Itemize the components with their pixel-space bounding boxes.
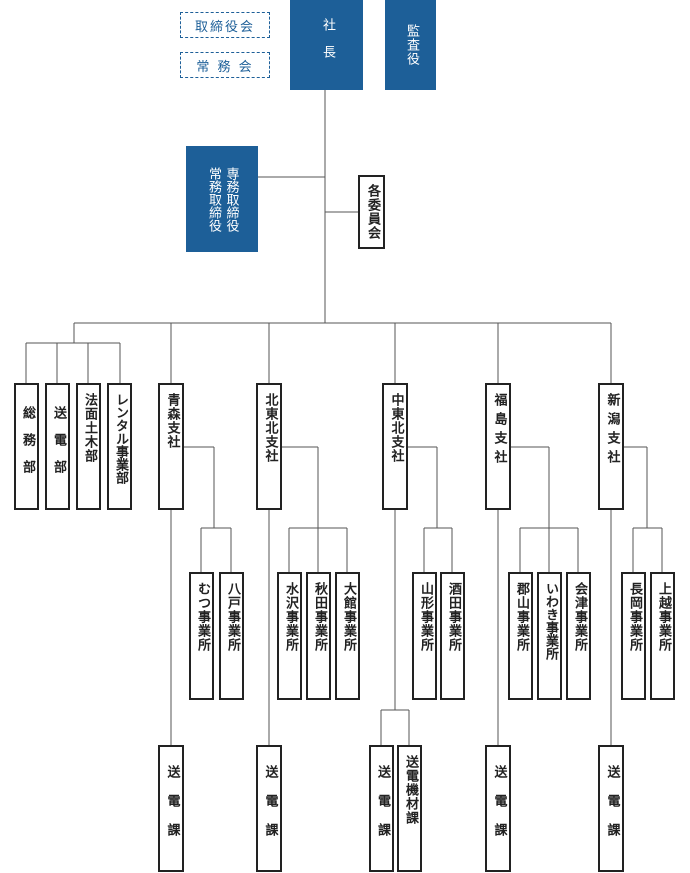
office-label: 上越事業所 (655, 582, 671, 652)
branch-label: 新潟支社 (604, 393, 620, 469)
committees-label: 各委員会 (364, 184, 380, 240)
branch-fukushima: 福島支社 (485, 383, 511, 510)
office-label: 八戸事業所 (224, 582, 240, 652)
office-akita: 秋田事業所 (306, 572, 331, 700)
branch-naka-tohoku: 中東北支社 (382, 383, 408, 510)
auditor-box: 監査役 (385, 0, 436, 90)
office-label: 秋田事業所 (311, 582, 327, 652)
office-aizu: 会津事業所 (566, 572, 591, 700)
office-label: 大館事業所 (340, 582, 356, 652)
office-label: 郡山事業所 (513, 582, 529, 652)
dept-label: レンタル事業部 (112, 393, 128, 484)
slope-civil-dept: 法面土木部 (76, 383, 101, 510)
branch-aomori: 青森支社 (158, 383, 184, 510)
board-of-directors-box: 取締役会 (180, 12, 270, 38)
section-niigata-transmission: 送電課 (598, 745, 624, 872)
managing-exec-label: 常務取締役 (206, 166, 221, 232)
office-label: いわき事業所 (542, 582, 558, 660)
board-label: 取締役会 (194, 19, 255, 35)
auditor-label: 監査役 (403, 24, 419, 66)
dept-label: 法面土木部 (81, 393, 97, 463)
transmission-dept: 送電部 (45, 383, 70, 510)
office-koriyama: 郡山事業所 (508, 572, 533, 700)
section-label: 送電課 (164, 765, 180, 852)
section-label: 送電課 (491, 765, 507, 852)
committees-box: 各委員会 (358, 175, 385, 249)
section-label: 送電課 (262, 765, 278, 852)
office-label: 長岡事業所 (626, 582, 642, 652)
section-kita-tohoku-transmission: 送電課 (256, 745, 282, 872)
managing-board-box: 常 務 会 (180, 52, 270, 78)
office-label: 酒田事業所 (445, 582, 461, 652)
president-label: 社長 (319, 18, 335, 72)
office-joetsu: 上越事業所 (650, 572, 675, 700)
branch-label: 福島支社 (491, 393, 507, 469)
office-sakata: 酒田事業所 (440, 572, 465, 700)
section-naka-tohoku-transmission: 送電課 (369, 745, 394, 872)
dept-label: 総務部 (19, 406, 35, 487)
rental-dept: レンタル事業部 (107, 383, 132, 510)
office-label: 水沢事業所 (282, 582, 298, 652)
office-yamagata: 山形事業所 (412, 572, 437, 700)
dept-label: 送電部 (50, 406, 66, 487)
office-iwaki: いわき事業所 (537, 572, 562, 700)
office-mizusawa: 水沢事業所 (277, 572, 302, 700)
section-naka-tohoku-equipment: 送電機材課 (397, 745, 422, 872)
branch-niigata: 新潟支社 (598, 383, 624, 510)
branch-kita-tohoku: 北東北支社 (256, 383, 282, 510)
office-hachinohe: 八戸事業所 (219, 572, 244, 700)
office-label: 山形事業所 (417, 582, 433, 652)
section-aomori-transmission: 送電課 (158, 745, 184, 872)
office-mutsu: むつ事業所 (189, 572, 214, 700)
president-box: 社長 (290, 0, 363, 90)
office-odate: 大館事業所 (335, 572, 360, 700)
managing-board-label: 常 務 会 (196, 59, 254, 75)
executives-box: 常務取締役 専務取締役 (186, 146, 258, 252)
section-fukushima-transmission: 送電課 (485, 745, 511, 872)
branch-label: 青森支社 (164, 393, 180, 449)
section-label: 送電課 (604, 765, 620, 852)
general-affairs-dept: 総務部 (14, 383, 39, 510)
branch-label: 北東北支社 (262, 393, 278, 463)
section-label: 送電機材課 (402, 755, 418, 825)
office-label: むつ事業所 (194, 582, 210, 652)
office-nagaoka: 長岡事業所 (621, 572, 646, 700)
section-label: 送電課 (374, 765, 390, 852)
branch-label: 中東北支社 (388, 393, 404, 463)
office-label: 会津事業所 (571, 582, 587, 652)
senior-exec-label: 専務取締役 (223, 166, 239, 232)
